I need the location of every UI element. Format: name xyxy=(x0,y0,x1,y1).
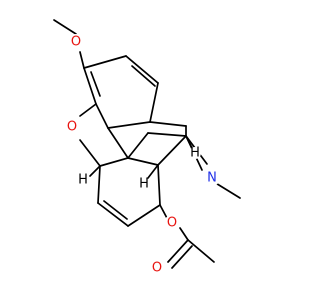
bond xyxy=(107,127,129,159)
atom-h-c14: H xyxy=(138,177,150,192)
bond xyxy=(171,245,193,269)
bond xyxy=(147,164,159,179)
atom-label: H xyxy=(139,177,149,192)
bond-layer xyxy=(53,19,241,269)
atom-label: H xyxy=(78,173,88,188)
bond xyxy=(79,139,101,167)
bond xyxy=(83,67,97,105)
atom-label: O xyxy=(152,261,162,276)
atom-o-carbonyl: O xyxy=(149,260,165,276)
molecule-canvas: O O N O O H H H xyxy=(53,19,241,276)
bond xyxy=(167,239,189,263)
bond xyxy=(125,55,159,84)
atom-label: O xyxy=(67,120,77,135)
bond xyxy=(97,165,101,204)
atom-o-ester: O xyxy=(164,215,180,231)
bond xyxy=(95,103,109,129)
atom-label: H xyxy=(190,146,200,161)
atom-h-c9: H xyxy=(189,146,201,161)
bond xyxy=(79,51,85,69)
bond xyxy=(79,103,97,117)
bond xyxy=(53,19,77,35)
bond xyxy=(149,121,187,127)
bond xyxy=(185,135,194,151)
bond xyxy=(107,121,151,129)
bond xyxy=(89,165,101,177)
bond xyxy=(131,65,156,87)
atom-label: N xyxy=(207,171,217,186)
bond xyxy=(179,227,189,241)
bond xyxy=(187,239,215,263)
bond xyxy=(83,55,127,69)
atom-label: O xyxy=(167,216,177,231)
atom-label: O xyxy=(71,35,81,50)
bond xyxy=(149,82,159,123)
atom-o-furan: O xyxy=(64,119,80,135)
bond xyxy=(103,200,128,220)
bond xyxy=(213,181,241,199)
bond xyxy=(90,71,101,97)
bond xyxy=(97,202,129,227)
structure-diagram: O O N O O H H H xyxy=(53,19,241,276)
bond xyxy=(127,132,149,159)
atom-n-amine: N xyxy=(204,170,220,186)
atom-o-methoxy: O xyxy=(68,34,84,50)
atom-label-layer: O O N O O H H H xyxy=(64,34,220,276)
bond xyxy=(99,157,129,167)
bond xyxy=(157,135,187,166)
atom-h-c5: H xyxy=(77,173,89,188)
bond xyxy=(127,157,159,166)
bond xyxy=(147,132,187,137)
bond xyxy=(157,164,161,206)
bond xyxy=(127,204,161,227)
